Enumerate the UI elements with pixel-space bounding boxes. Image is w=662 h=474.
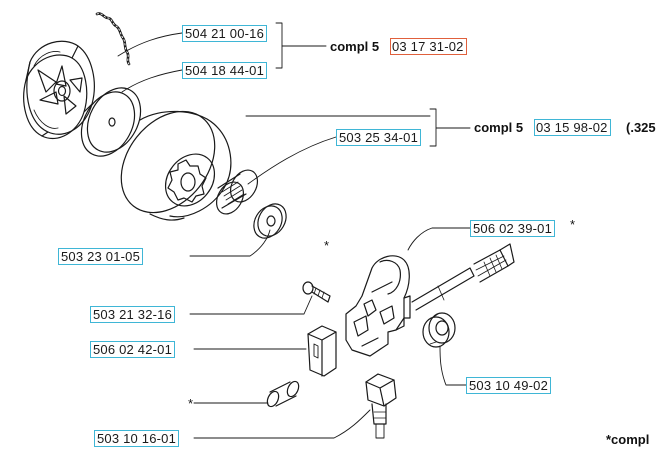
oil-pump-housing-drawing <box>345 255 411 357</box>
clutch-spring-drawing <box>95 12 131 66</box>
part-5-asterisk: * <box>570 217 576 232</box>
assembly-label-503-17-31-02[interactable]: 03 17 31-02 <box>390 38 467 55</box>
washer-disc-drawing <box>80 87 142 157</box>
part-label-503-21-32-16[interactable]: 503 21 32-16 <box>90 306 176 323</box>
clutch-assembly-drawing <box>23 40 95 140</box>
part-label-503-25-34-01[interactable]: 503 25 34-01 <box>336 129 422 146</box>
assembly-2-suffix: (.325 <box>626 120 656 135</box>
part-label-504-18-44-01[interactable]: 504 18 44-01 <box>182 62 268 79</box>
assembly-label-503-15-98-02[interactable]: 03 15 98-02 <box>534 119 611 136</box>
part-label-504-21-00-16[interactable]: 504 21 00-16 <box>182 25 268 42</box>
compl-legend: *compl <box>606 432 650 447</box>
pump-shaft-drawing <box>411 243 515 311</box>
assembly-1-prefix: compl 5 <box>330 39 380 54</box>
part-label-506-02-39-01[interactable]: 506 02 39-01 <box>470 220 556 237</box>
part-label-503-10-49-02[interactable]: 503 10 49-02 <box>466 377 552 394</box>
asterisk-note-pin: * <box>188 396 194 411</box>
worm-gear-drawing <box>422 312 456 348</box>
plunger-block-drawing <box>307 325 337 377</box>
leader-lines <box>117 22 471 439</box>
part-label-506-02-42-01[interactable]: 506 02 42-01 <box>90 341 176 358</box>
clutch-drum-drawing <box>120 110 232 221</box>
assembly-2-prefix: compl 5 <box>474 120 524 135</box>
part-label-503-10-16-01[interactable]: 503 10 16-01 <box>94 430 180 447</box>
screw-drawing <box>302 281 331 303</box>
asterisk-note-housing: * <box>324 238 330 253</box>
needle-bearing-drawing <box>215 169 259 215</box>
hose-fitting-drawing <box>365 373 397 439</box>
part-label-503-23-01-05[interactable]: 503 23 01-05 <box>58 248 144 265</box>
small-washer-drawing <box>253 203 287 239</box>
pin-drawing <box>266 380 300 408</box>
